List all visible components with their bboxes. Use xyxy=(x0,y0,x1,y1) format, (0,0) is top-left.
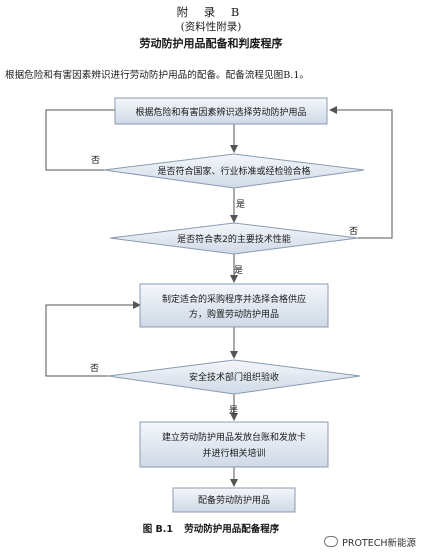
decision3-label: 安全技术部门组织验收 xyxy=(189,371,279,383)
intro-paragraph: 根据危险和有害因素辨识进行劳动防护用品的配备。配备流程见图B.1。 xyxy=(5,70,310,81)
no-label-2: 否 xyxy=(349,226,358,237)
yes-label-2: 是 xyxy=(234,265,243,276)
figure-caption: 图 B.1 劳动防护用品配备程序 xyxy=(0,521,422,535)
box4-label: 配备劳动防护用品 xyxy=(198,494,270,506)
yes-label-1: 是 xyxy=(236,199,245,210)
process-box-register-training xyxy=(139,421,329,468)
figure-title: 劳动防护用品配备程序 xyxy=(184,524,280,535)
box2-label-line2: 方，购置劳动防护用品 xyxy=(189,308,279,320)
process-box-issue xyxy=(172,487,296,513)
section-title: 劳动防护用品配备和判废程序 xyxy=(139,37,283,50)
no-label-1: 否 xyxy=(91,155,100,166)
process-box-select xyxy=(114,97,328,125)
box3-label-line2: 并进行相关培训 xyxy=(202,447,265,459)
loop-no-decision1 xyxy=(45,106,141,171)
watermark-text: PROTECH新能源 xyxy=(342,538,416,549)
loop-no-decision2 xyxy=(329,106,393,239)
decision-diamond-acceptance xyxy=(107,359,361,395)
loop-no-decision3 xyxy=(45,301,141,377)
process-box-procurement xyxy=(139,283,329,328)
box2-label-line1: 制定适合的采购程序并选择合格供应 xyxy=(162,293,306,305)
watermark: PROTECH新能源 xyxy=(324,535,416,549)
no-label-3: 否 xyxy=(90,363,99,374)
decision1-label: 是否符合国家、行业标准或经检验合格 xyxy=(157,165,310,177)
flow-connectors xyxy=(45,106,393,487)
yes-label-3: 是 xyxy=(229,405,238,416)
chat-bubble-icon xyxy=(324,536,339,547)
decision2-label: 是否符合表2的主要技术性能 xyxy=(177,233,291,245)
annex-label: 附 录 B xyxy=(176,5,246,19)
annex-subtitle: (资料性附录) xyxy=(180,21,242,33)
box3-label-line1: 建立劳动防护用品发放台账和发放卡 xyxy=(162,431,306,443)
figure-number: 图 B.1 xyxy=(142,524,173,535)
box1-label: 根据危险和有害因素辨识选择劳动防护用品 xyxy=(135,106,306,118)
decision-diamond-standards xyxy=(103,153,365,189)
decision-diamond-tech-performance xyxy=(109,222,359,255)
